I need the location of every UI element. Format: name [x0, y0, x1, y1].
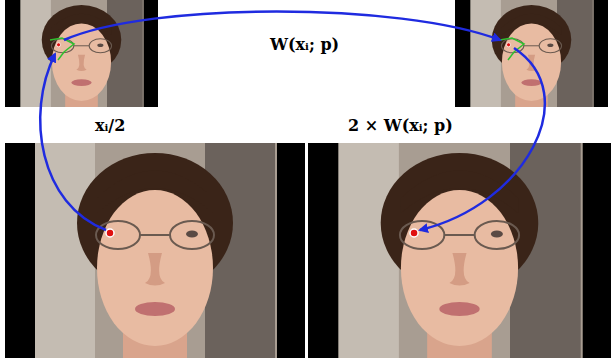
downscale-arrow	[40, 54, 106, 230]
small-image	[455, 0, 608, 109]
warp-mesh	[500, 38, 524, 60]
math-label: W(xᵢ; p)	[270, 35, 339, 54]
large-image	[308, 143, 611, 358]
math-label: 2 × W(xᵢ; p)	[348, 116, 453, 135]
upscale-arrow	[420, 48, 545, 230]
small-image	[5, 0, 158, 109]
math-label: xᵢ/2	[95, 116, 125, 135]
